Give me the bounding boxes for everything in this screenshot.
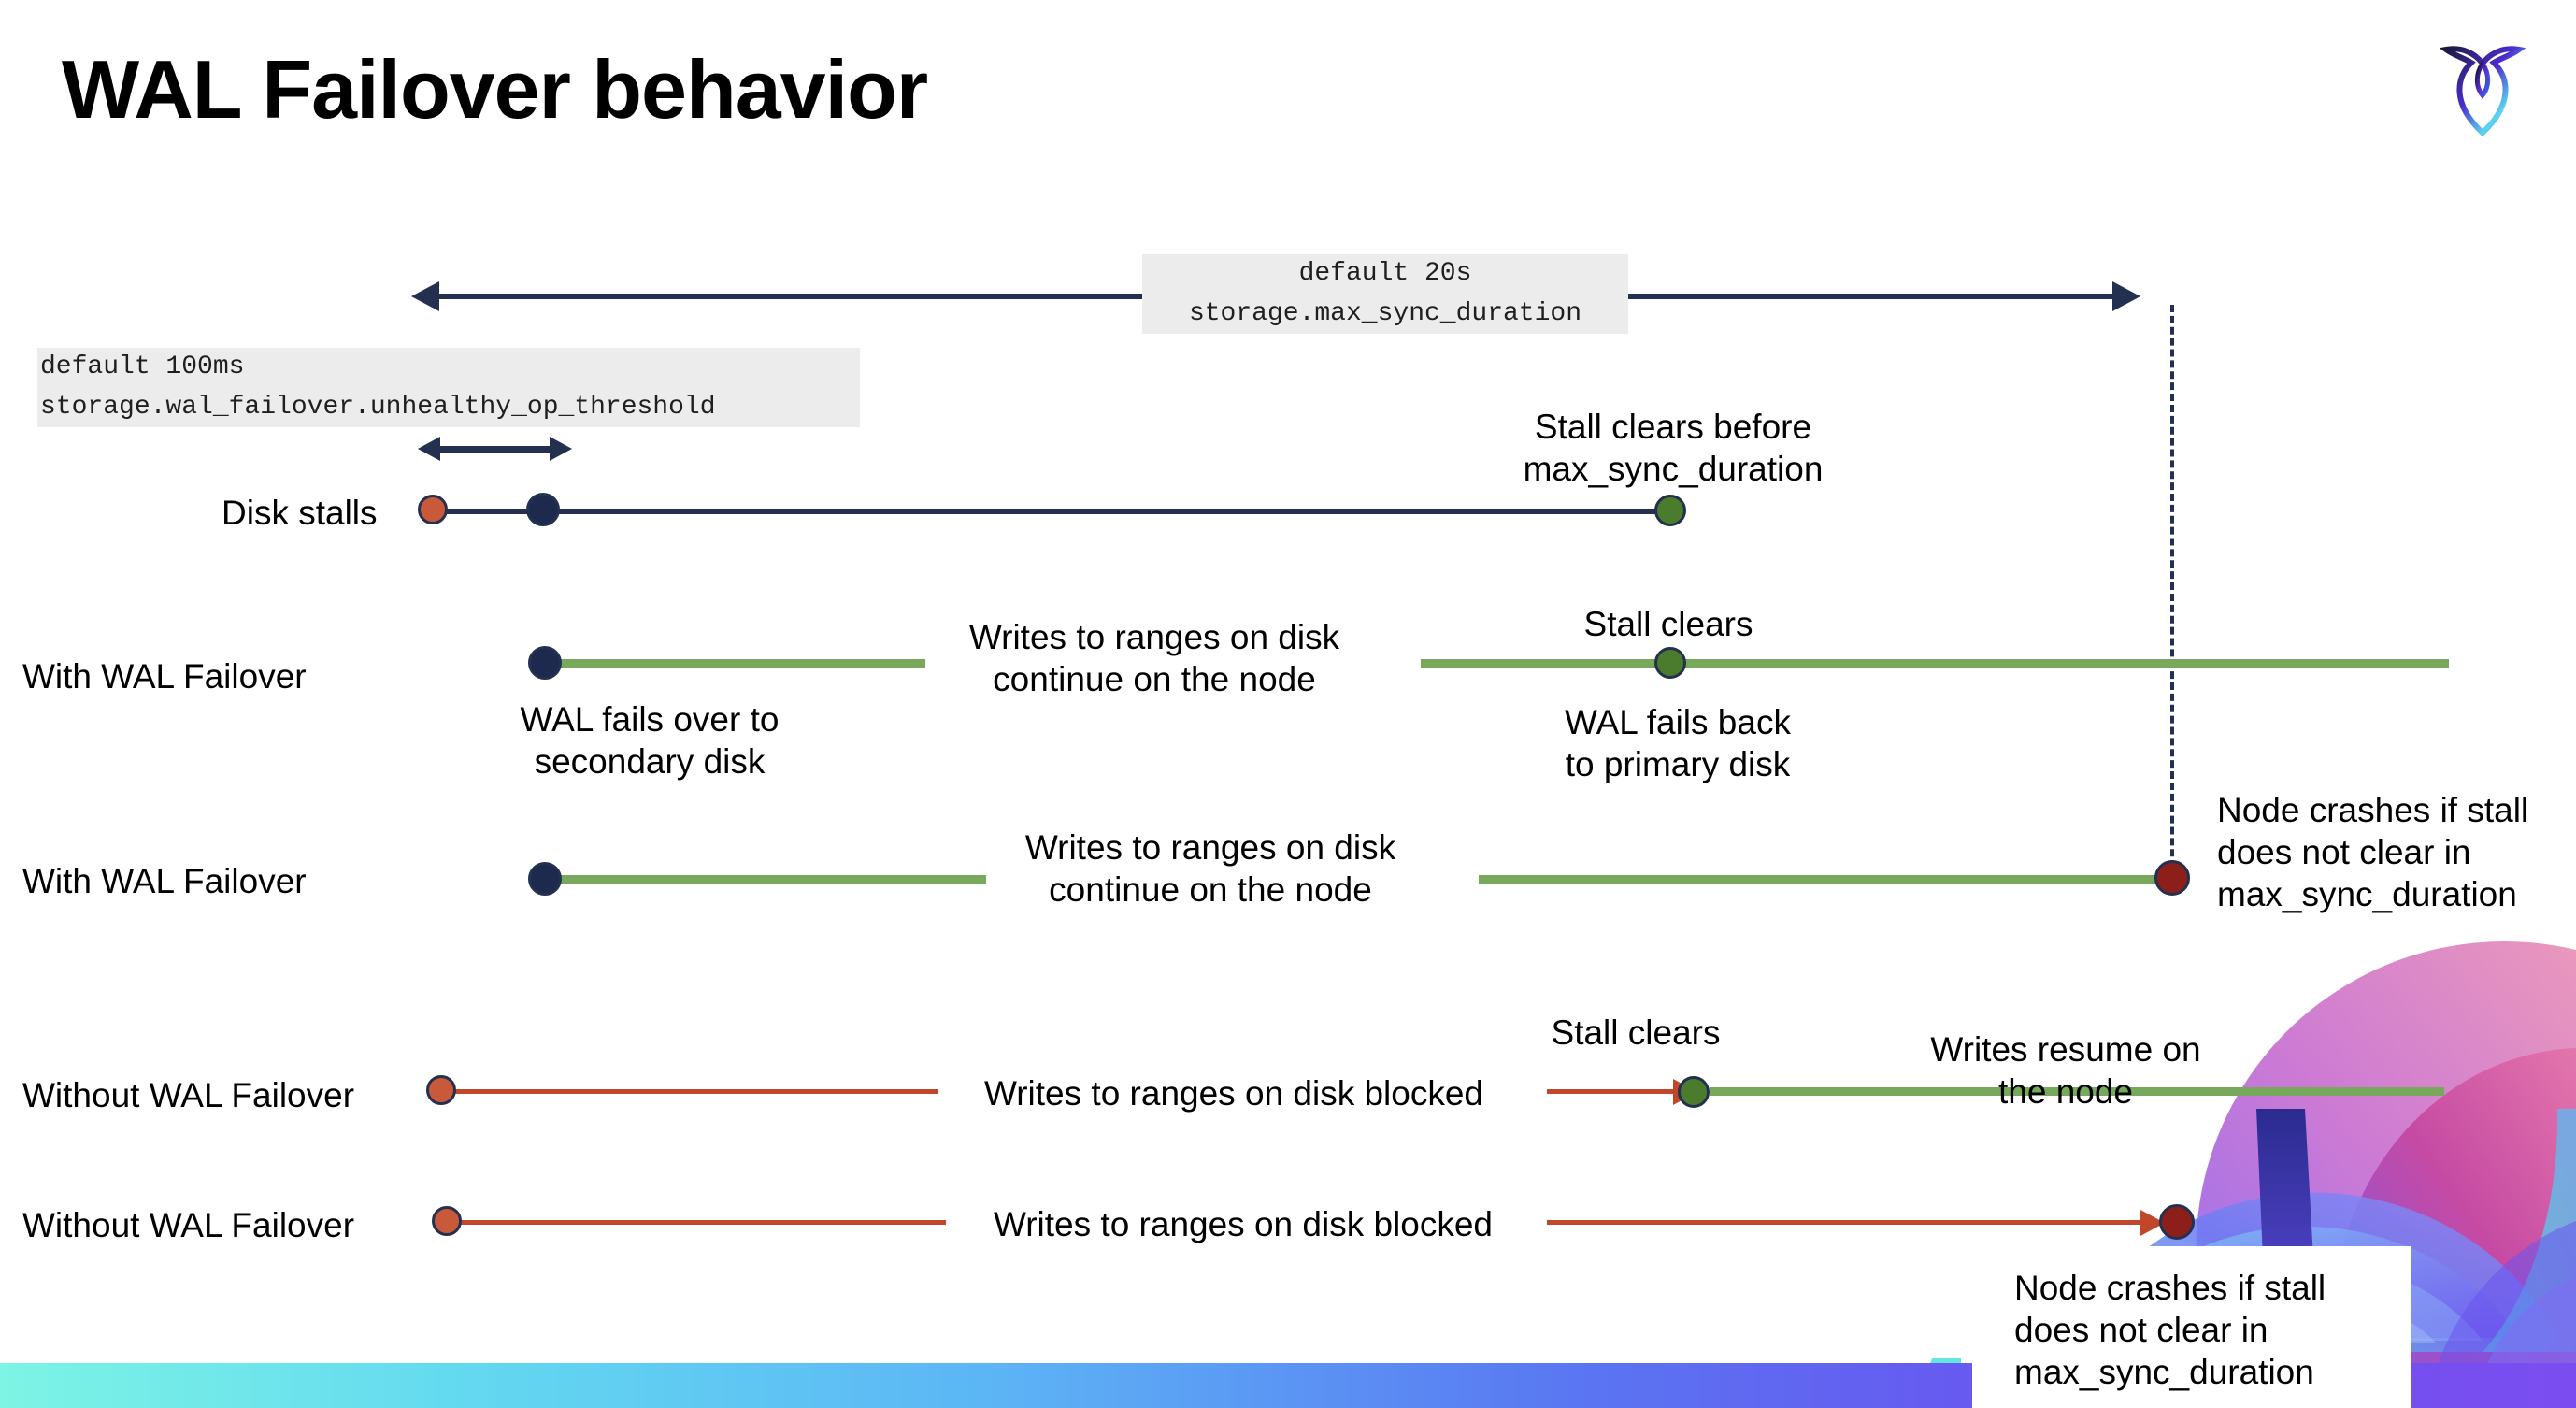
without-wal-1-blocked-segment-a xyxy=(454,1089,938,1094)
without-wal-2-crash-dot[interactable] xyxy=(2159,1204,2195,1240)
without-wal-2-crash-note: Node crashes if stall does not clear in … xyxy=(2014,1269,2326,1392)
row-label-with-wal-failover-1: With WAL Failover xyxy=(22,657,307,696)
disk-stalls-start-dot[interactable] xyxy=(418,495,448,524)
max-sync-default-label: default 20s xyxy=(1142,254,1628,295)
wal-failover-1-failover-dot[interactable] xyxy=(528,646,562,680)
disk-stalls-threshold-dot[interactable] xyxy=(526,493,560,526)
unhealthy-op-threshold-span-line xyxy=(439,446,551,453)
cockroachdb-logo-icon xyxy=(2421,24,2544,150)
row-label-disk-stalls: Disk stalls xyxy=(222,494,378,532)
disk-stalls-timeline xyxy=(437,509,1681,514)
max-sync-duration-left-arrowhead xyxy=(411,281,439,311)
without-wal-1-blocked-segment-b xyxy=(1547,1089,1678,1094)
wal-failover-1-line-segment-b xyxy=(1421,659,2449,668)
wal-failover-2-crash-dot[interactable] xyxy=(2154,860,2190,896)
wal-failover-1-failover-note: WAL fails over to secondary disk xyxy=(520,700,780,782)
unhealthy-op-threshold-setting-chip: default 100ms storage.wal_failover.unhea… xyxy=(37,348,860,428)
without-wal-2-stall-start-dot[interactable] xyxy=(432,1206,462,1236)
row-label-without-wal-failover-1: Without WAL Failover xyxy=(22,1076,355,1114)
without-wal-1-stall-clear-dot[interactable] xyxy=(1678,1076,1710,1108)
without-wal-1-blocked-note: Writes to ranges on disk blocked xyxy=(983,1074,1484,1113)
without-wal-2-blocked-segment-b xyxy=(1547,1220,2145,1225)
max-sync-duration-right-arrowhead xyxy=(2112,281,2140,311)
disk-stalls-annotation: Stall clears before max_sync_duration xyxy=(1523,408,1824,489)
without-wal-2-blocked-segment-a xyxy=(460,1220,946,1225)
wal-failover-2-failover-dot[interactable] xyxy=(528,862,562,896)
wal-failover-2-writes-note: Writes to ranges on disk continue on the… xyxy=(1024,828,1396,910)
wal-failover-1-stall-clear-dot[interactable] xyxy=(1654,647,1686,679)
unhealthy-op-left-arrowhead xyxy=(418,437,440,461)
without-wal-1-resume-note: Writes resume on the node xyxy=(1930,1030,2201,1112)
max-sync-setting-name: storage.max_sync_duration xyxy=(1142,294,1628,335)
without-wal-1-resume-line xyxy=(1710,1087,2444,1096)
max-sync-duration-setting-chip: default 20s storage.max_sync_duration xyxy=(1142,254,1628,335)
wal-failover-1-line-segment-a xyxy=(547,659,925,668)
wal-failover-1-writes-note: Writes to ranges on disk continue on the… xyxy=(968,618,1340,699)
without-wal-2-blocked-note: Writes to ranges on disk blocked xyxy=(993,1205,1494,1243)
row-label-without-wal-failover-2: Without WAL Failover xyxy=(22,1206,355,1244)
disk-stalls-clear-dot[interactable] xyxy=(1654,495,1686,526)
page-title: WAL Failover behavior xyxy=(62,43,928,136)
without-wal-1-stall-start-dot[interactable] xyxy=(426,1075,456,1105)
unhealthy-op-right-arrowhead xyxy=(550,437,572,461)
wal-failover-1-stall-clears-note: Stall clears xyxy=(1583,605,1753,643)
unhealthy-op-setting-name: storage.wal_failover.unhealthy_op_thresh… xyxy=(37,387,860,428)
row-label-with-wal-failover-2: With WAL Failover xyxy=(22,862,307,900)
wal-failover-1-failback-note: WAL fails back to primary disk xyxy=(1565,703,1791,784)
wal-failover-2-line-segment-b xyxy=(1479,875,2175,884)
wal-failover-2-line-segment-a xyxy=(547,875,986,884)
unhealthy-op-default-label: default 100ms xyxy=(37,348,860,388)
without-wal-1-stall-clears-note: Stall clears xyxy=(1551,1013,1721,1052)
callout-panel-backdrop-left xyxy=(1402,1246,1972,1358)
max-sync-duration-dashed-guide xyxy=(2170,305,2174,879)
wal-failover-2-crash-note: Node crashes if stall does not clear in … xyxy=(2217,791,2529,914)
